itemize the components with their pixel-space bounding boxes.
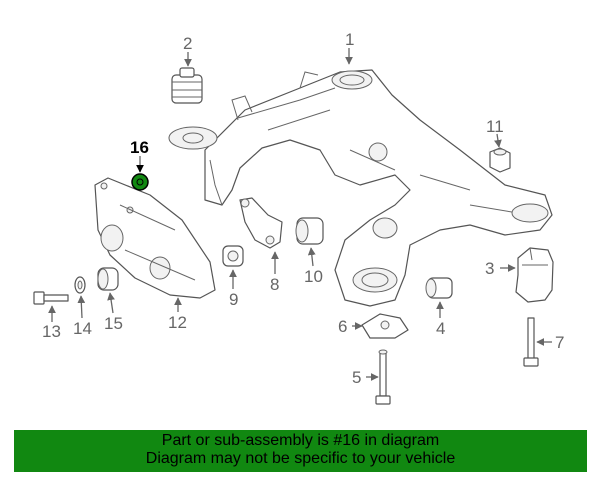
callout-6: 6 <box>338 317 347 336</box>
mount-part-3 <box>515 247 554 303</box>
callout-labels: 1 2 3 4 5 6 7 8 9 10 11 12 13 14 15 16 <box>42 30 564 387</box>
bushing-part-4 <box>425 277 453 299</box>
bracket-part-6 <box>361 313 409 339</box>
callout-3: 3 <box>485 259 494 278</box>
bushing-part-2 <box>168 67 218 150</box>
bolt-part-7 <box>523 317 539 367</box>
leader-lines <box>48 48 552 381</box>
callout-14: 14 <box>73 319 92 338</box>
bushing-part-9 <box>222 245 244 267</box>
bolt-part-13 <box>33 291 69 305</box>
bushing-part-10 <box>295 217 324 245</box>
callout-5: 5 <box>352 368 361 387</box>
callout-12: 12 <box>168 313 187 332</box>
callout-9: 9 <box>229 290 238 309</box>
callout-7: 7 <box>555 333 564 352</box>
callout-13: 13 <box>42 322 61 341</box>
bolt-part-5 <box>375 349 391 405</box>
subframe-part <box>204 69 553 307</box>
bushing-part-15 <box>97 267 119 291</box>
callout-11: 11 <box>486 117 504 136</box>
differential-mount-part-12 <box>94 177 216 299</box>
bracket-part-8 <box>239 197 283 249</box>
callout-16-highlighted: 16 <box>130 138 149 157</box>
callout-10: 10 <box>304 267 323 286</box>
callout-15: 15 <box>104 314 123 333</box>
callout-1: 1 <box>345 30 354 49</box>
callout-4: 4 <box>436 319 445 338</box>
callout-8: 8 <box>270 275 279 294</box>
info-banner: Part or sub-assembly is #16 in diagram D… <box>14 430 587 472</box>
callout-2: 2 <box>183 34 192 53</box>
banner-line-2: Diagram may not be specific to your vehi… <box>145 450 456 467</box>
nut-part-11 <box>489 147 511 173</box>
nut-part-16-highlighted[interactable] <box>131 173 149 191</box>
washer-part-14 <box>74 276 86 294</box>
banner-line-1: Part or sub-assembly is #16 in diagram <box>161 432 440 449</box>
